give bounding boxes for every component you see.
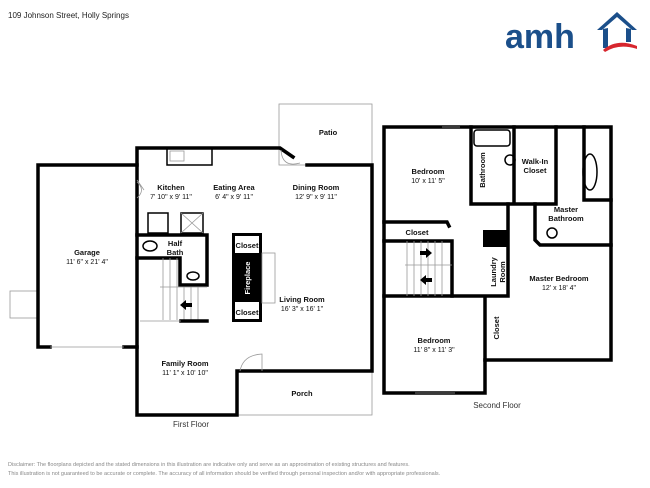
half-bath-label: Half — [168, 239, 183, 248]
family-room-dims: 11' 1" x 10' 10" — [162, 370, 208, 377]
kitchen-label: Kitchen — [157, 183, 185, 192]
sink-icon — [186, 271, 200, 281]
stairs-up-arrow-icon — [420, 248, 432, 258]
closet-label: Closet — [406, 228, 429, 237]
upstairs-stairs — [405, 241, 452, 296]
garage-stoop — [9, 290, 39, 319]
fridge-icon — [180, 212, 204, 234]
patio-label: Patio — [319, 128, 338, 137]
master-toilet-icon — [546, 227, 558, 239]
master-bath-label: Master — [554, 205, 578, 214]
bedroom1-label: Bedroom — [412, 167, 445, 176]
tub-icon — [473, 129, 511, 147]
garage-walls — [36, 163, 139, 349]
disclaimer-line-1: Disclaimer: The floorplans depicted and … — [8, 462, 410, 468]
stairs — [140, 258, 209, 323]
walkin-closet-label: Walk-In — [522, 157, 549, 166]
family-room-label: Family Room — [161, 359, 208, 368]
house-roof-icon — [597, 12, 637, 48]
toilet-icon — [504, 154, 516, 166]
disclaimer: Disclaimer: The floorplans depicted and … — [8, 461, 440, 479]
closet2-label: Closet — [492, 316, 501, 339]
master-bedroom-label: Master Bedroom — [529, 274, 589, 283]
swoosh-icon — [603, 42, 637, 52]
kitchen-door — [136, 179, 145, 199]
master-bedroom-dims: 12' x 18' 4" — [542, 285, 576, 292]
laundry-room-label: Laundry — [489, 256, 498, 286]
garage-label: Garage — [74, 248, 100, 257]
master-bath-label-2: Bathroom — [548, 214, 584, 223]
half-bath-label-2: Bath — [167, 248, 184, 257]
bedroom1-dims: 10' x 11' 5" — [411, 178, 445, 185]
eating-area-dims: 6' 4" x 9' 11" — [215, 194, 253, 201]
laundry-room-label-2: Room — [498, 261, 507, 283]
logo-text: amh — [505, 18, 575, 56]
property-address: 109 Johnson Street, Holly Springs — [8, 11, 129, 20]
first-floor-caption: First Floor — [173, 420, 209, 429]
walkin-closet-label-2: Closet — [524, 166, 547, 175]
bedroom2-dims: 11' 8" x 11' 3" — [413, 347, 455, 354]
half-bath-walls — [135, 233, 209, 287]
bedroom2-label: Bedroom — [418, 336, 451, 345]
porch-label: Porch — [291, 389, 313, 398]
kitchen-dims: 7' 10" x 9' 11" — [150, 194, 192, 201]
second-floor — [382, 125, 613, 395]
master-bath-walls — [533, 202, 613, 247]
stairs-arrow-icon — [180, 300, 192, 310]
dining-room-label: Dining Room — [293, 183, 340, 192]
eating-area-label: Eating Area — [213, 183, 255, 192]
bathroom-label: Bathroom — [478, 152, 487, 188]
amh-logo: amh — [505, 12, 637, 56]
master-tub-icon — [582, 153, 598, 191]
laundry-block — [483, 230, 508, 247]
toilet-icon — [142, 240, 158, 252]
garage-dims: 11' 6" x 21' 4" — [66, 259, 108, 266]
stove-icon — [147, 212, 169, 234]
first-floor — [9, 103, 374, 417]
closet-top-label: Closet — [236, 241, 259, 250]
front-door — [239, 353, 263, 372]
living-room-dims: 16' 3" x 16' 1" — [281, 306, 324, 313]
living-room-label: Living Room — [279, 295, 325, 304]
fireplace-label: Fireplace — [243, 262, 252, 295]
first-floor-walls — [135, 146, 374, 417]
patio-door — [280, 149, 301, 165]
kitchen-counter — [166, 148, 213, 166]
disclaimer-line-2: This illustration is not guaranteed to b… — [8, 471, 441, 477]
stairs-down-arrow-icon — [420, 275, 432, 285]
closet-bottom-label: Closet — [236, 308, 259, 317]
second-floor-caption: Second Floor — [473, 401, 521, 410]
dining-room-dims: 12' 9" x 9' 11" — [295, 194, 337, 201]
